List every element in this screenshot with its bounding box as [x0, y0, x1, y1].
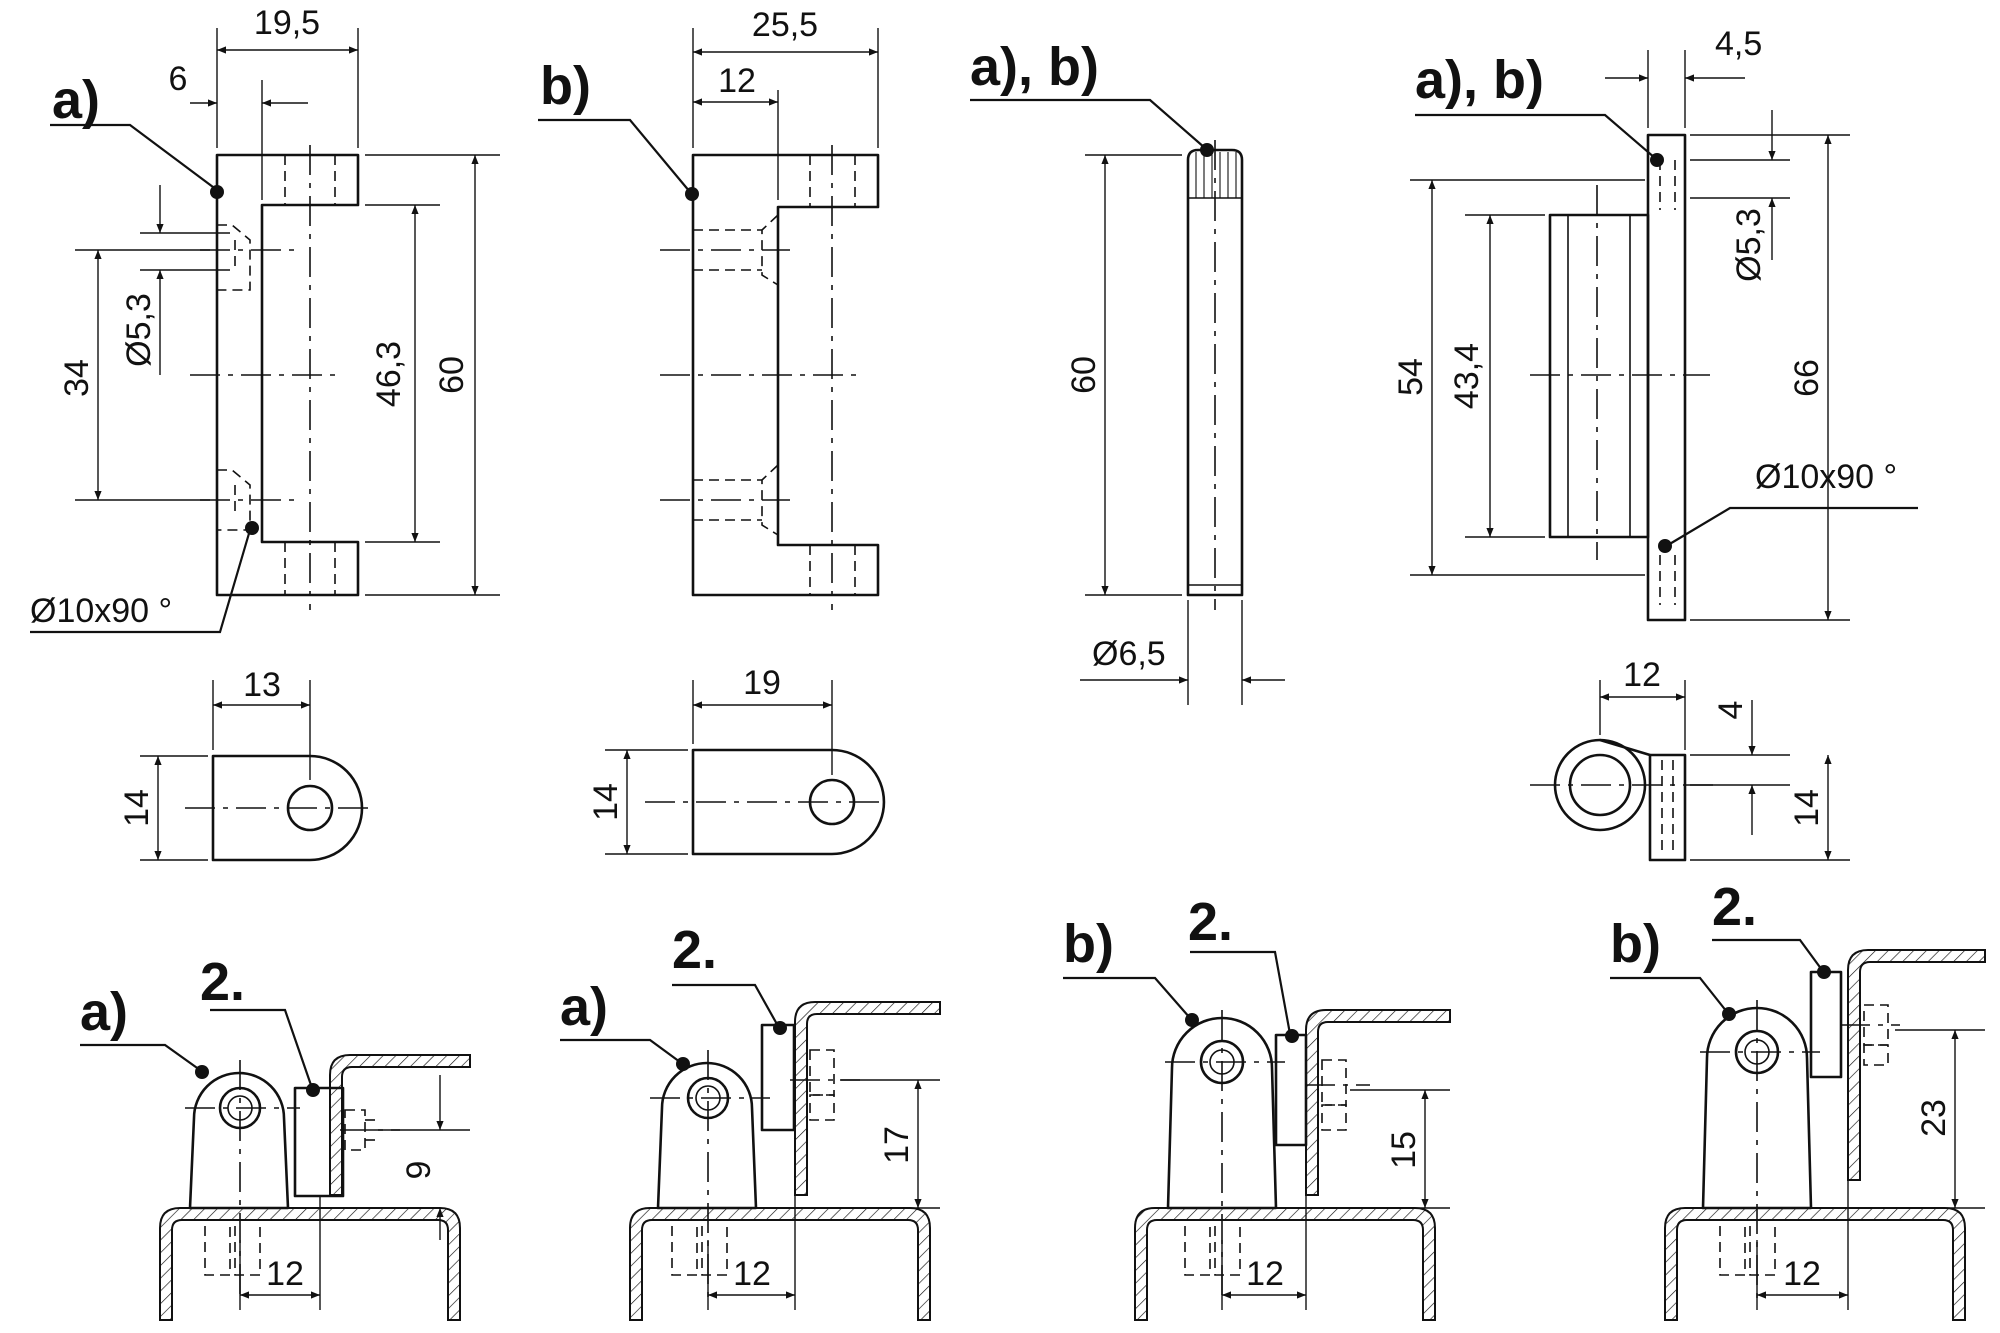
label-2-mount-1: 2. [200, 952, 245, 1012]
dim-14-b: 14 [587, 783, 625, 821]
view-hinge-pin: 60 Ø6,5 a), b) [970, 37, 1285, 705]
dim-15: 15 [1385, 1131, 1423, 1169]
label-2-mount-3: 2. [1188, 892, 1233, 952]
dim-13: 13 [243, 666, 281, 704]
dim-12-mount-1: 12 [266, 1255, 304, 1293]
dim-dia-6-5: Ø6,5 [1092, 635, 1166, 673]
dim-34: 34 [58, 359, 96, 397]
mount-view-3: 12 15 b) 2. [1063, 892, 1451, 1321]
dim-9: 9 [400, 1161, 438, 1180]
dim-14-a: 14 [118, 789, 156, 827]
dim-17: 17 [878, 1126, 916, 1164]
view-hinge-a-front: 19,5 6 Ø5,3 34 46,3 60 a) Ø10x90 ° [30, 4, 500, 634]
dim-14-leaf: 14 [1788, 789, 1826, 827]
label-ab-side: a), b) [1415, 50, 1544, 110]
dim-66: 66 [1788, 359, 1826, 397]
dim-12-mount-4: 12 [1783, 1255, 1821, 1293]
dim-60: 60 [433, 356, 471, 394]
dim-4: 4 [1712, 701, 1750, 720]
label-b-mount-4: b) [1610, 914, 1661, 974]
label-b-mount-3: b) [1063, 914, 1114, 974]
label-2-mount-2: 2. [672, 920, 717, 980]
dim-12-b-top: 12 [718, 62, 756, 100]
dim-12-mount-3: 12 [1246, 1255, 1284, 1293]
view-hinge-b-front: 25,5 12 b) [538, 6, 880, 610]
dim-4-5: 4,5 [1715, 25, 1762, 63]
dim-54: 54 [1392, 358, 1430, 396]
label-a-mount-2: a) [560, 977, 608, 1037]
dim-12-leaf: 12 [1623, 656, 1661, 694]
dim-19-5: 19,5 [254, 4, 320, 42]
dim-dia-5-3-side: Ø5,3 [1730, 208, 1768, 282]
label-a-mount-1: a) [80, 982, 128, 1042]
dim-19: 19 [743, 664, 781, 702]
label-b-top: b) [540, 56, 591, 116]
mount-view-4: 12 23 b) 2. [1610, 877, 1986, 1321]
dim-dia-10x90-left: Ø10x90 ° [30, 592, 172, 630]
view-top-b: 19 14 [587, 664, 886, 856]
dim-46-3: 46,3 [370, 341, 408, 407]
label-2-mount-4: 2. [1712, 877, 1757, 937]
label-a-top: a) [52, 70, 100, 130]
dim-6: 6 [169, 60, 188, 98]
view-hinge-leaf-side: 4,5 Ø5,3 66 54 43,4 a), b) Ø10x90 ° [1392, 25, 1918, 622]
mount-view-2: 12 17 a) 2. [560, 920, 941, 1321]
view-top-a: 13 14 [118, 666, 370, 862]
dim-43-4: 43,4 [1448, 343, 1486, 409]
dim-dia-10x90-right: Ø10x90 ° [1755, 458, 1897, 496]
dim-60-pin: 60 [1065, 356, 1103, 394]
label-ab-pin: a), b) [970, 37, 1099, 97]
view-top-leaf: 12 4 14 [1530, 656, 1850, 862]
dim-12-mount-2: 12 [733, 1255, 771, 1293]
dim-dia-5-3: Ø5,3 [120, 293, 158, 367]
dim-23: 23 [1915, 1099, 1953, 1137]
dim-25-5: 25,5 [752, 6, 818, 44]
mount-view-1: 12 9 a) 2. [80, 952, 471, 1321]
